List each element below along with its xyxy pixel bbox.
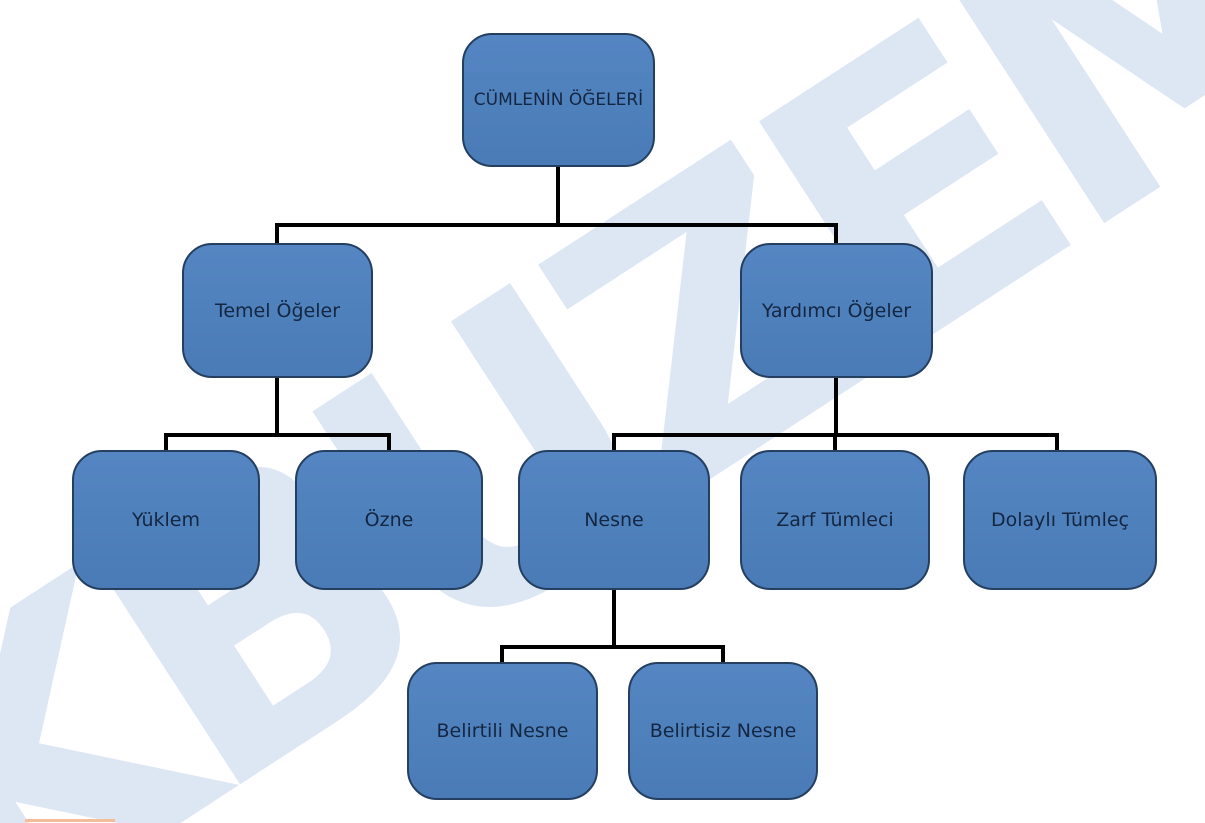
node-yuklem: Yüklem (72, 450, 260, 590)
node-label: Belirtili Nesne (436, 720, 569, 742)
node-belirtisiz-nesne: Belirtisiz Nesne (628, 662, 818, 800)
connector-yardimci-vertical (834, 378, 838, 437)
connector-root-vertical (556, 167, 560, 227)
node-label: Nesne (584, 509, 644, 531)
connector-belirtili-drop (500, 647, 504, 663)
connector-zarf-drop (833, 435, 837, 451)
node-label: Zarf Tümleci (776, 509, 894, 531)
node-label: Dolaylı Tümleç (991, 509, 1129, 531)
connector-nesne-drop (612, 435, 616, 451)
node-temel-ogeler: Temel Öğeler (182, 243, 373, 378)
connector-temel-drop (275, 225, 279, 244)
node-cumlenin-ogeleri: CÜMLENİN ÖĞELERİ (462, 33, 655, 167)
connector-nesne-horizontal (500, 645, 725, 649)
node-dolayli-tumlec: Dolaylı Tümleç (963, 450, 1157, 590)
node-belirtili-nesne: Belirtili Nesne (407, 662, 598, 800)
node-label: Temel Öğeler (214, 299, 341, 322)
connector-dolayli-drop (1055, 435, 1059, 451)
connector-yardimci-drop (834, 225, 838, 244)
node-label: Özne (364, 509, 414, 531)
node-nesne: Nesne (518, 450, 710, 590)
node-label: Yüklem (132, 509, 200, 531)
node-yardimci-ogeler: Yardımcı Öğeler (740, 243, 933, 378)
node-ozne: Özne (295, 450, 483, 590)
node-label: Yardımcı Öğeler (761, 299, 912, 322)
connector-temel-horizontal (164, 433, 391, 437)
connector-belirtisiz-drop (721, 647, 725, 663)
connector-yuklem-drop (164, 435, 168, 451)
connector-temel-vertical (275, 378, 279, 437)
node-label: Belirtisiz Nesne (649, 720, 797, 742)
connector-nesne-vertical (612, 590, 616, 649)
node-zarf-tumleci: Zarf Tümleci (740, 450, 930, 590)
connector-level1-horizontal (275, 223, 838, 227)
connector-ozne-drop (387, 435, 391, 451)
accent-line (25, 819, 115, 822)
node-label: CÜMLENİN ÖĞELERİ (473, 90, 644, 110)
